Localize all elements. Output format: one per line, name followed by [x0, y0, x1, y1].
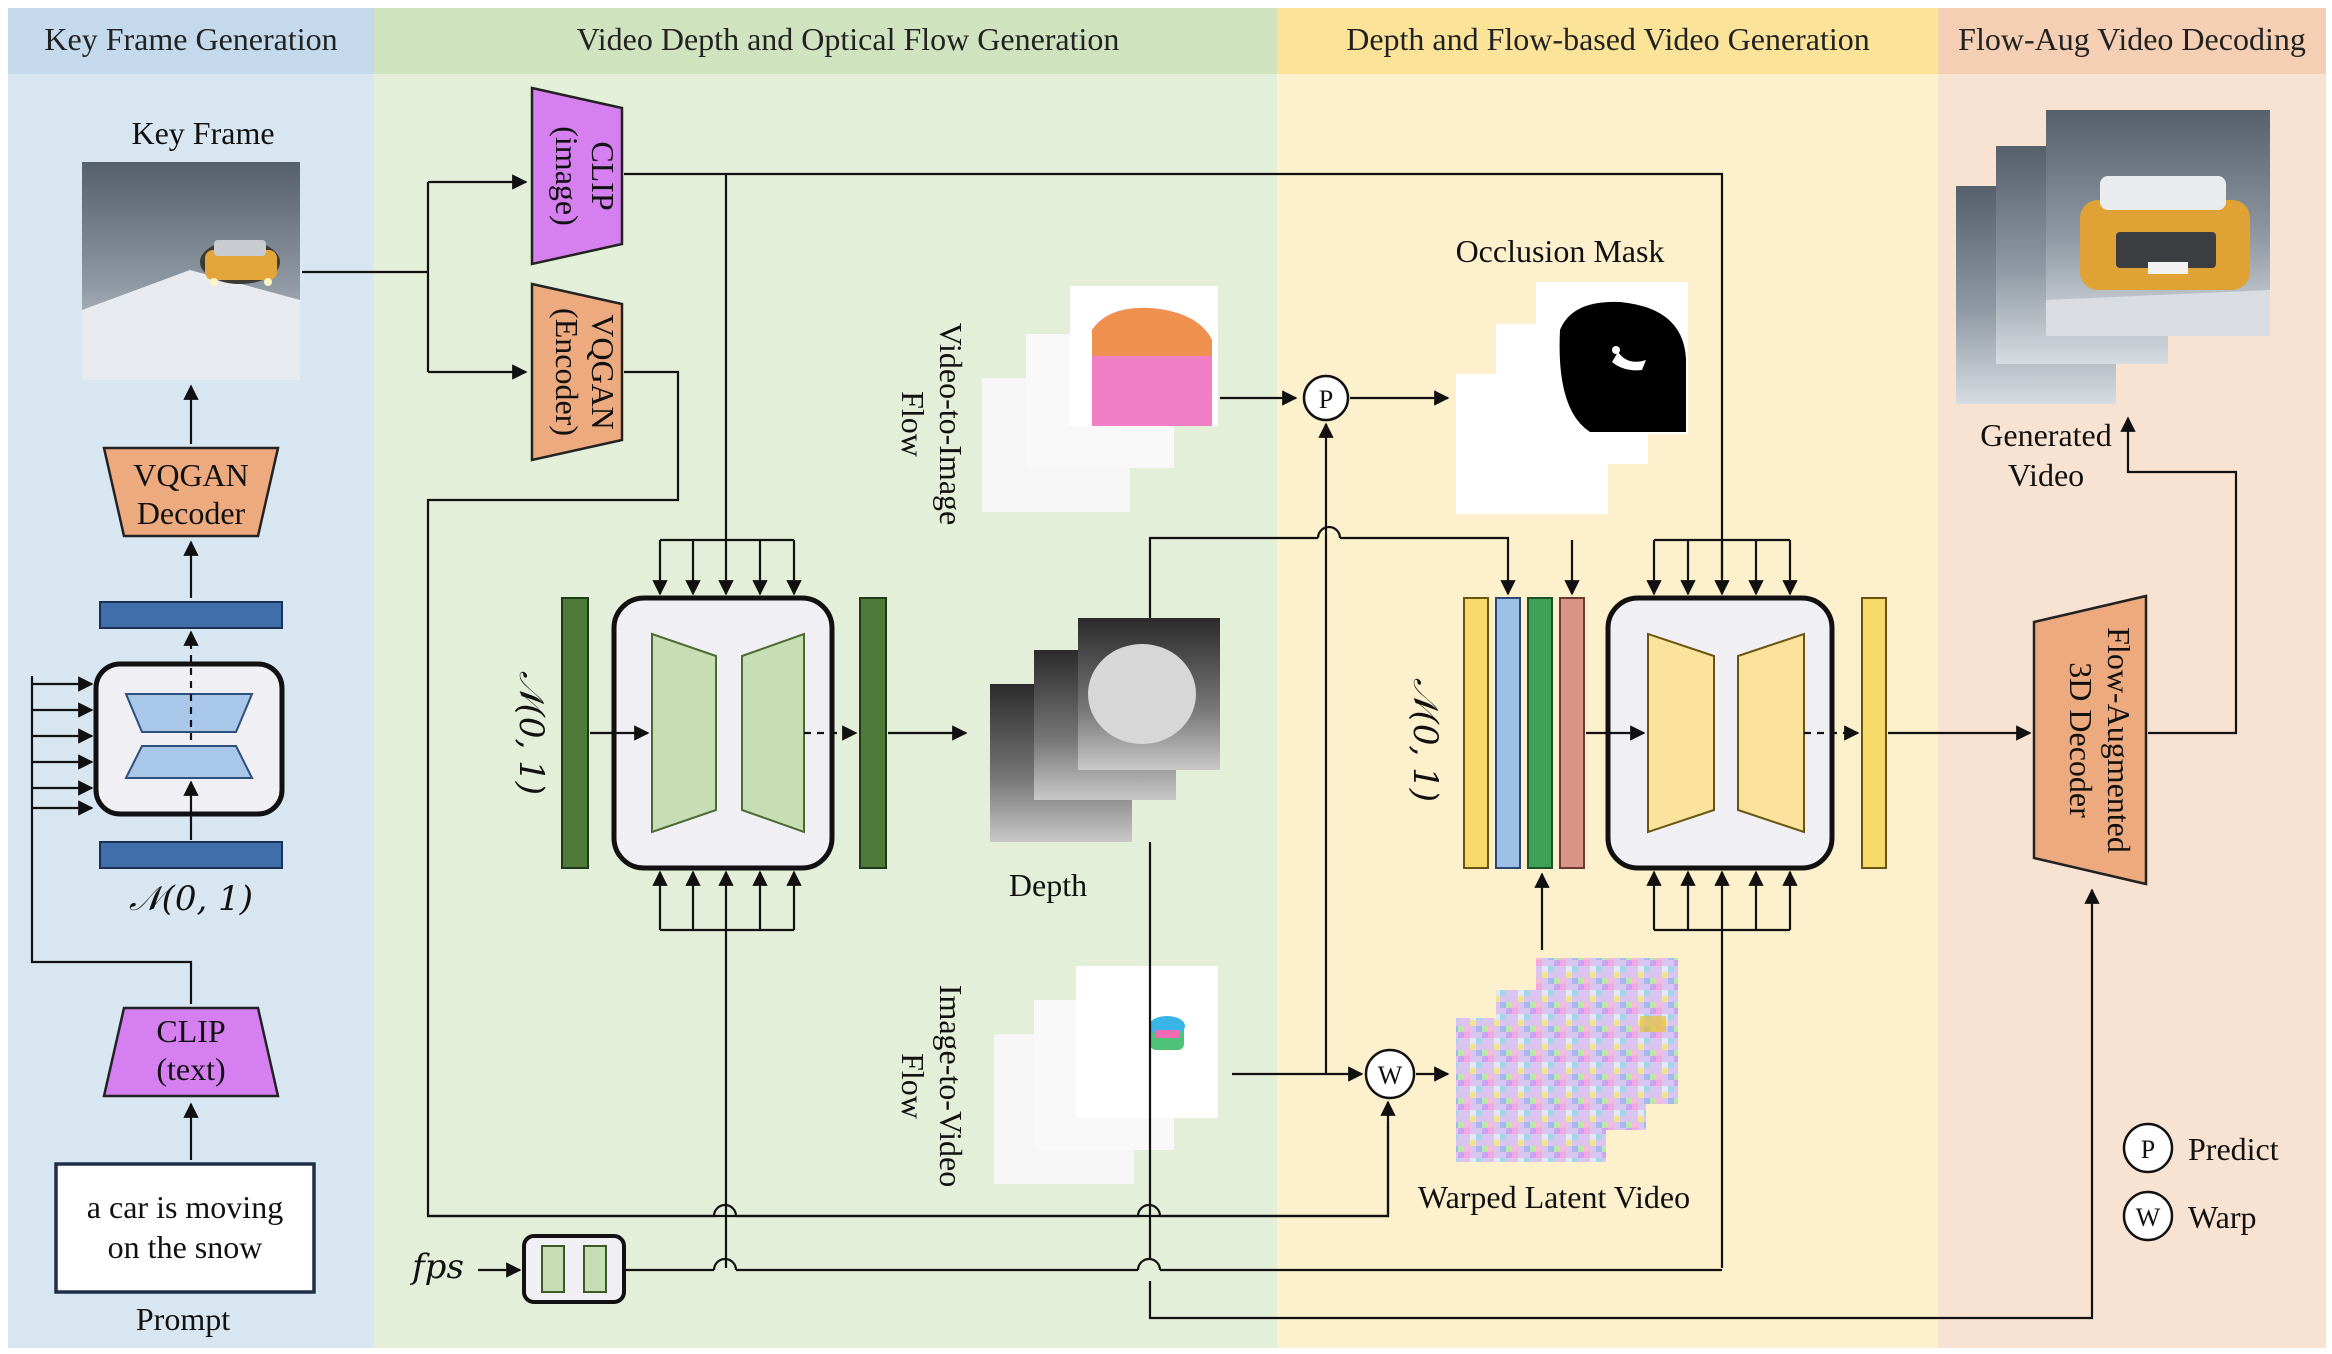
- section-title-keyframe: Key Frame Generation: [44, 21, 337, 57]
- clip-image-line1: CLIP: [585, 141, 621, 210]
- unet-keyframe: [93, 661, 285, 817]
- section-title-videogen: Depth and Flow-based Video Generation: [1346, 21, 1870, 57]
- latent-bar-green: [1527, 597, 1553, 869]
- latent-bar-red: [1559, 597, 1585, 869]
- occlusion-mask-image-stack: [1456, 282, 1688, 514]
- section-title-decoding: Flow-Aug Video Decoding: [1958, 21, 2306, 57]
- generated-video-label-line2: Video: [2008, 457, 2084, 493]
- generated-video-image-stack: [1956, 110, 2270, 404]
- latent-bar-mid-right: [859, 597, 887, 869]
- clip-text-block: CLIP (text): [102, 1006, 280, 1098]
- noise-label-right: 𝒩(0, 1): [1405, 678, 1445, 802]
- latent-bar-bottom: [99, 841, 283, 869]
- vqgan-decoder-block: VQGAN Decoder: [102, 446, 280, 538]
- legend-warp: W Warp: [2122, 1190, 2257, 1242]
- legend-warp-symbol: W: [2136, 1203, 2161, 1232]
- occlusion-mask-label: Occlusion Mask: [1456, 233, 1665, 269]
- latent-bar-blue: [1495, 597, 1521, 869]
- legend-warp-label: Warp: [2188, 1199, 2257, 1235]
- predict-node-symbol: P: [1319, 385, 1333, 414]
- warp-node-symbol: W: [1378, 1061, 1403, 1090]
- flow-decoder-line1: Flow-Augmented: [2101, 627, 2137, 853]
- warp-node: W: [1364, 1048, 1416, 1100]
- noise-label-left: 𝒩(0, 1): [129, 879, 253, 919]
- noise-label-mid: 𝒩(0, 1): [511, 671, 551, 795]
- legend: P Predict W Warp: [2122, 1122, 2279, 1242]
- section-title-depthflow: Video Depth and Optical Flow Generation: [577, 21, 1120, 57]
- depth-label: Depth: [1009, 867, 1087, 903]
- flow-augmented-3d-decoder-block: Flow-Augmented 3D Decoder: [2032, 594, 2148, 886]
- vqgan-decoder-line2: Decoder: [137, 495, 246, 531]
- section-videogen-header: [1277, 8, 1938, 74]
- prompt-label: Prompt: [136, 1301, 230, 1337]
- v2i-flow-image-stack: [982, 286, 1218, 512]
- vqgan-decoder-line1: VQGAN: [133, 457, 249, 493]
- clip-text-line1: CLIP: [156, 1013, 225, 1049]
- vqgan-encoder-line2: (Encoder): [549, 308, 585, 436]
- clip-text-line2: (text): [156, 1051, 225, 1087]
- clip-image-block: CLIP (image): [530, 86, 624, 266]
- latent-bar-top: [99, 601, 283, 629]
- unet-depthflow: [611, 595, 835, 871]
- key-frame-image: [82, 162, 300, 380]
- section-depthflow-header: [374, 8, 1277, 74]
- i2v-flow-label-line1: Image-to-Video: [933, 985, 969, 1187]
- latent-bar-mid-left: [561, 597, 589, 869]
- prompt-text-line2: on the snow: [108, 1229, 263, 1265]
- section-keyframe-header: [8, 8, 374, 74]
- v2i-flow-label-line1: Video-to-Image: [933, 323, 969, 525]
- predict-node: P: [1302, 374, 1350, 422]
- generated-video-label-line1: Generated: [1980, 417, 2111, 453]
- warped-latent-video-stack: [1456, 958, 1678, 1162]
- vqgan-encoder-line1: VQGAN: [585, 314, 621, 430]
- i2v-flow-label-line2: Flow: [895, 1053, 931, 1119]
- key-frame-label: Key Frame: [131, 115, 274, 151]
- fps-label: fps: [409, 1247, 464, 1287]
- warped-latent-video-label: Warped Latent Video: [1418, 1179, 1690, 1215]
- legend-predict: P Predict: [2122, 1122, 2279, 1174]
- fps-embedding-block: [522, 1234, 626, 1304]
- clip-image-line2: (image): [549, 126, 585, 226]
- legend-predict-label: Predict: [2188, 1131, 2279, 1167]
- depth-image-stack: [990, 618, 1220, 842]
- section-decoding-header: [1938, 8, 2326, 74]
- vqgan-encoder-block: VQGAN (Encoder): [530, 282, 624, 462]
- latent-bar-output: [1861, 597, 1887, 869]
- flow-decoder-line2: 3D Decoder: [2063, 662, 2099, 818]
- v2i-flow-label-line2: Flow: [895, 391, 931, 457]
- prompt-box: a car is moving on the snow: [54, 1162, 316, 1294]
- latent-bar-yellow: [1463, 597, 1489, 869]
- prompt-text-line1: a car is moving: [87, 1189, 283, 1225]
- legend-predict-symbol: P: [2141, 1135, 2155, 1164]
